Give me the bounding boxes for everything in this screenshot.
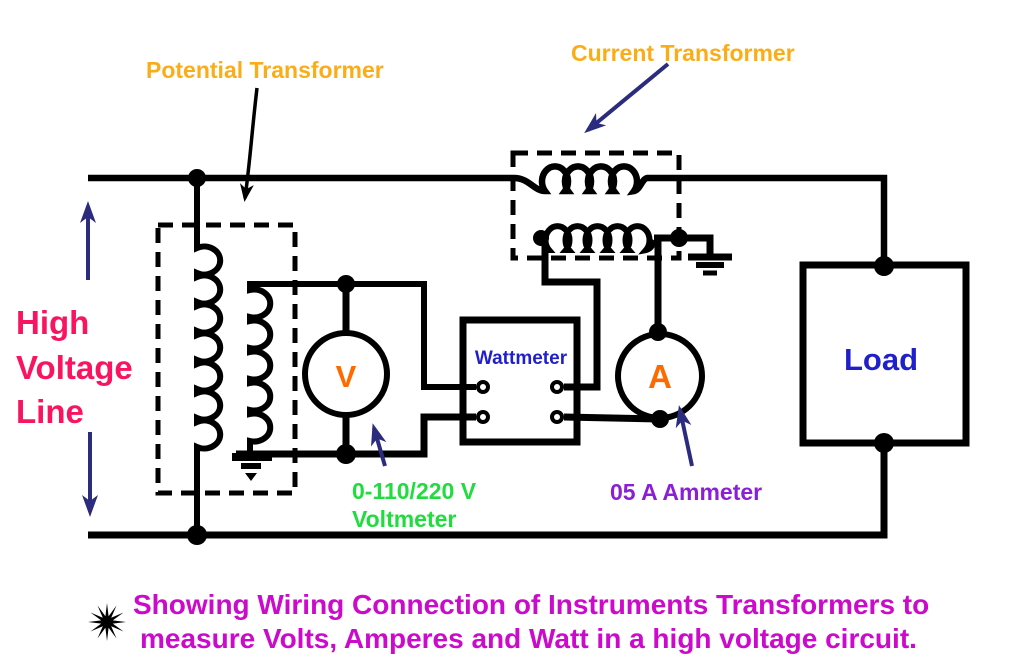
pt-primary-coil [194,178,224,535]
junction-dot [188,169,206,187]
current-transformer-label: Current Transformer [571,40,795,66]
ct-secondary-to-wattmeter [541,239,601,391]
annotation-arrows [80,62,694,517]
high-voltage-word-3: Line [16,393,84,430]
junction-dot [874,433,894,453]
voltmeter-note-line1: 0-110/220 V [352,478,477,504]
load-label: Load [844,342,918,377]
junction-dot [670,229,688,247]
ct-secondary-coil [540,223,658,255]
wattmeter-to-ammeter [563,413,660,423]
junction-dot [337,275,355,293]
high-voltage-line-label: High Voltage Line [16,304,133,430]
ct-pointer-arrow [584,62,670,134]
ct-dashed-box [510,150,682,261]
pt-dashed-box [155,222,298,496]
ammeter-symbol: A [648,358,672,395]
caption-line1: Showing Wiring Connection of Instruments… [133,589,929,620]
ammeter-pointer-arrow [675,405,694,467]
junction-dot [336,444,356,464]
junction-dot [874,256,894,276]
junction-dot [533,230,549,246]
high-voltage-word-1: High [16,304,89,341]
pt-pointer-arrow [239,87,259,202]
caption: Showing Wiring Connection of Instruments… [133,589,929,654]
junction-dots [187,169,894,545]
voltmeter-note: 0-110/220 V Voltmeter [352,478,477,532]
transformer-boxes [155,150,682,496]
wattmeter-terminals [476,380,564,424]
high-voltage-word-2: Voltage [16,349,133,386]
voltmeter-pointer-arrow [371,423,387,467]
pt-secondary-coil-top-run [247,281,476,455]
voltmeter-note-line2: Voltmeter [352,506,456,532]
ammeter-note: 05 A Ammeter [610,479,762,505]
starburst-icon [88,603,126,641]
voltage-bottom-run [236,413,476,458]
junction-dot [649,323,667,341]
caption-line2: measure Volts, Amperes and Watt in a hig… [140,623,917,654]
ct-ground-symbol [688,253,732,276]
potential-transformer-label: Potential Transformer [146,57,384,83]
junction-dot [187,525,207,545]
pt-ground-symbol [232,453,272,481]
voltmeter-symbol: V [336,359,357,394]
wattmeter-label: Wattmeter [475,348,568,369]
top-conductor-ct-primary-coil [88,163,888,266]
bottom-conductor [88,443,888,539]
junction-dot [651,410,669,428]
